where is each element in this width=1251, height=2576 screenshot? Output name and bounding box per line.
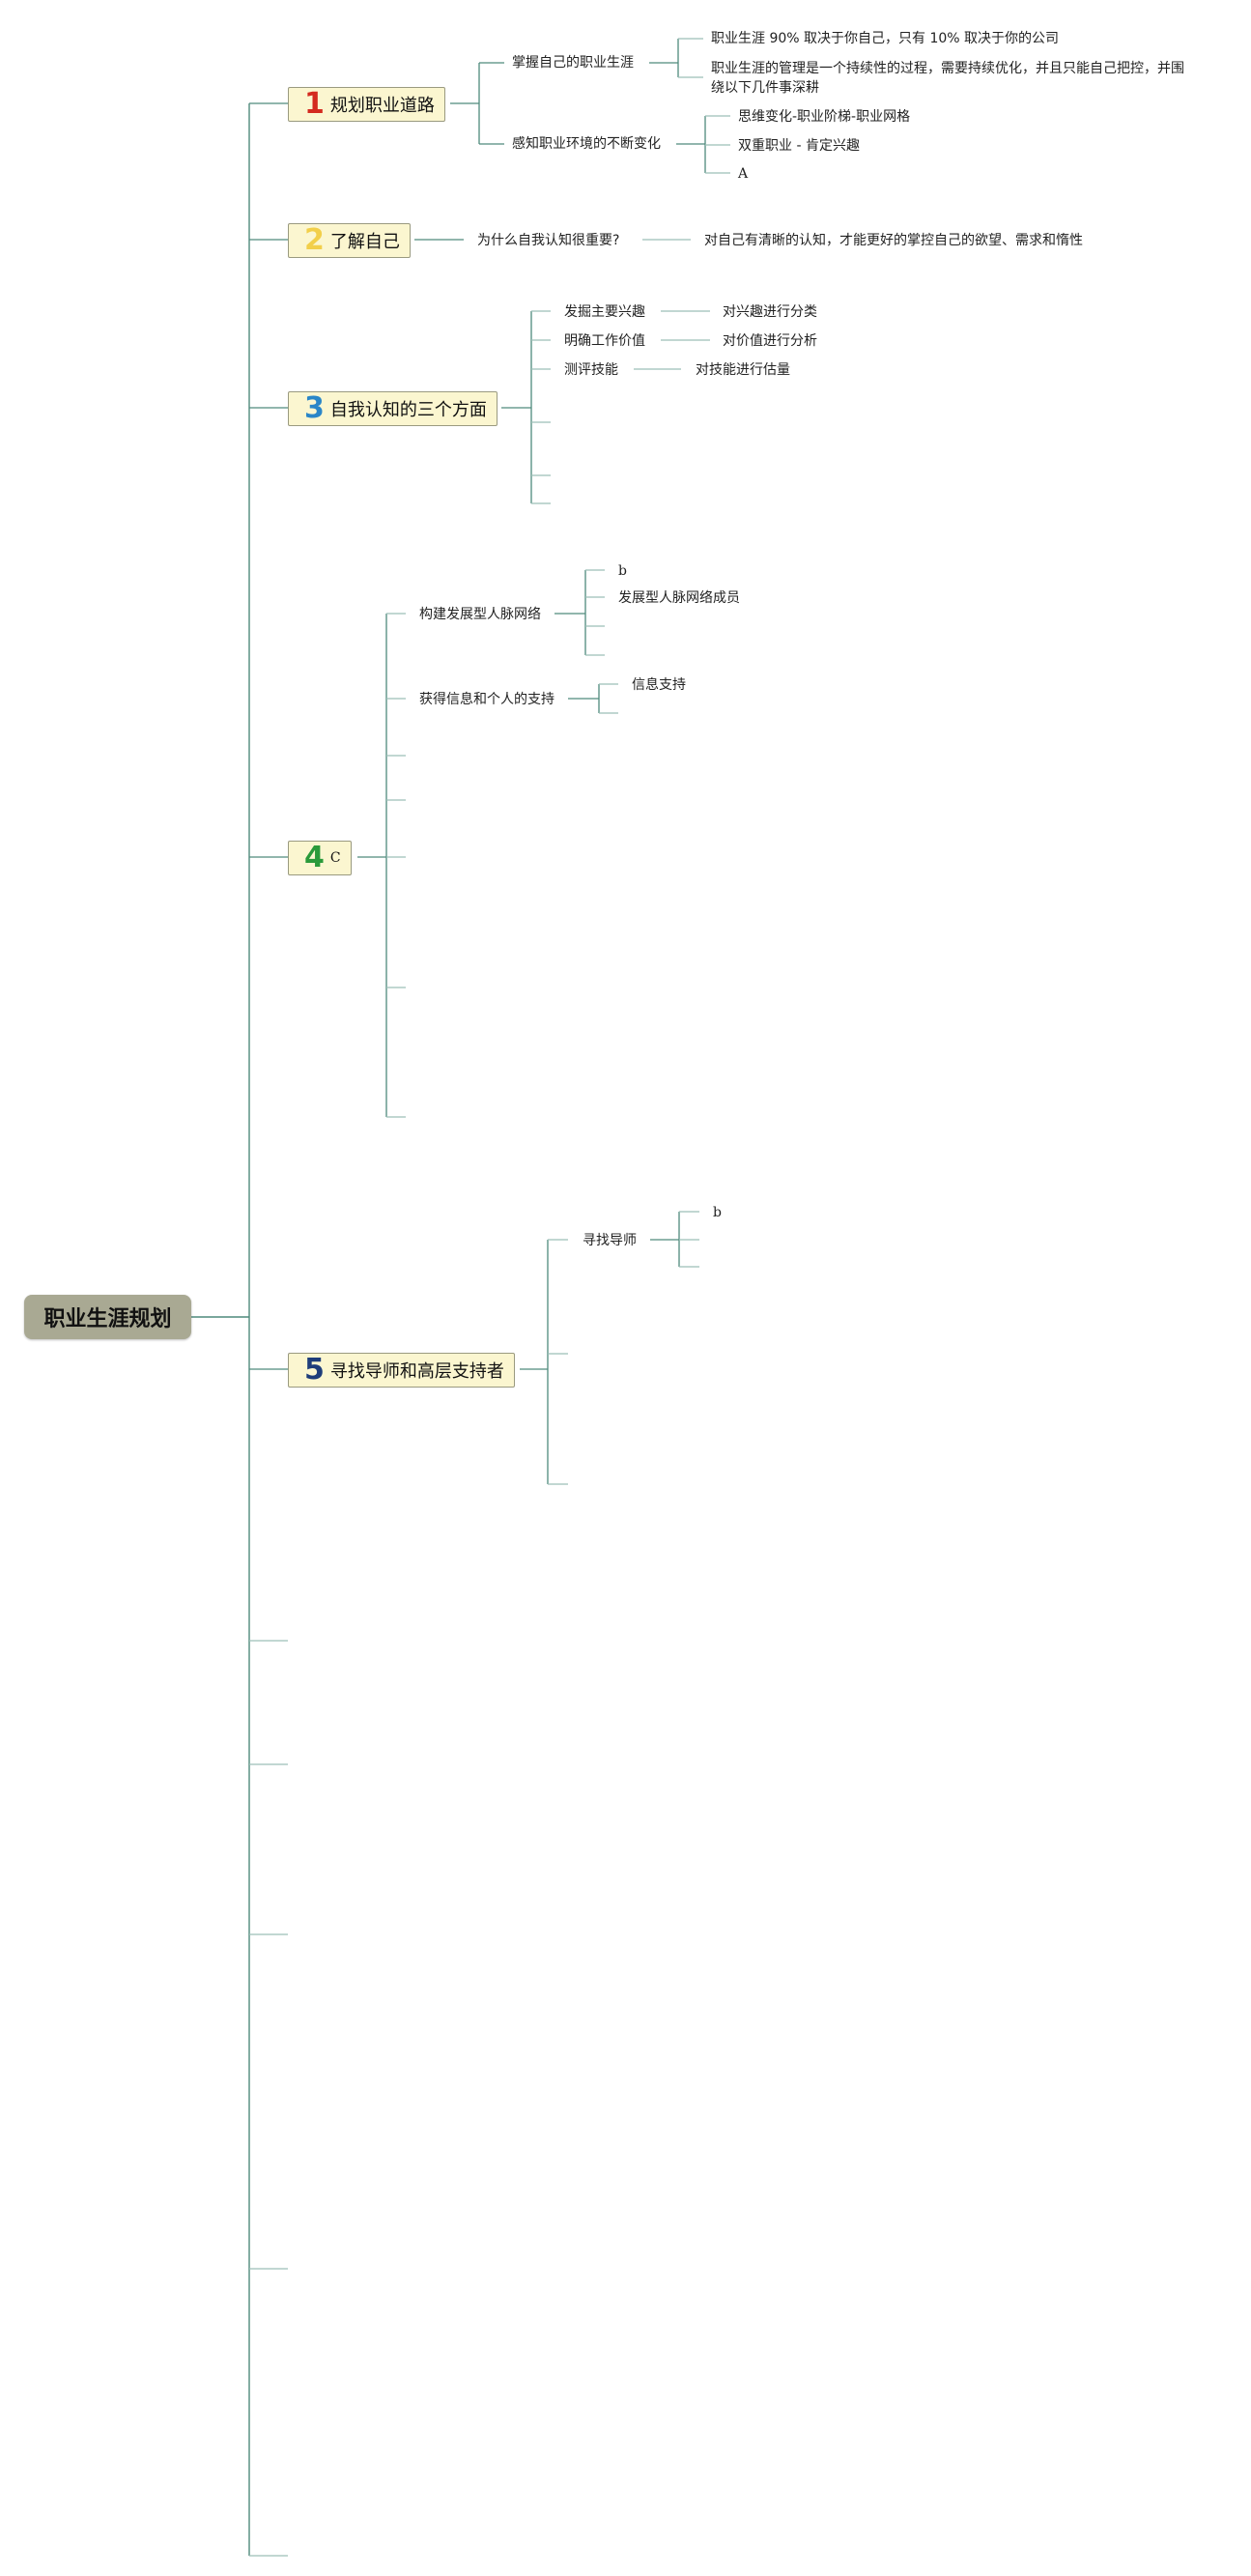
leaf-analyze-values[interactable]: 对价值进行分析 — [723, 333, 817, 349]
branch-number: 5 — [304, 1353, 325, 1387]
leaf-career-continuous-process[interactable]: 职业生涯的管理是一个持续性的过程，需要持续优化，并且只能自己把控，并围绕以下几件… — [711, 61, 1184, 96]
topic-why-self-awareness[interactable]: 为什么自我认知很重要? — [477, 233, 620, 248]
branch-label: 寻找导师和高层支持者 — [329, 1361, 504, 1382]
branch-5-node[interactable]: 5 寻找导师和高层支持者 — [288, 1353, 515, 1388]
branch-label: 规划职业道路 — [329, 96, 435, 116]
branch-3-node[interactable]: 3 自我认知的三个方面 — [288, 391, 498, 426]
branch-2-node[interactable]: 2 了解自己 — [288, 223, 411, 258]
leaf-dual-career[interactable]: 双重职业 - 肯定兴趣 — [738, 138, 860, 154]
leaf-a[interactable]: A — [738, 166, 749, 182]
branch-label: C — [329, 850, 341, 866]
branch-label: 自我认知的三个方面 — [329, 400, 487, 420]
leaf-network-members[interactable]: 发展型人脉网络成员 — [618, 590, 740, 606]
topic-work-values[interactable]: 明确工作价值 — [564, 333, 645, 349]
topic-find-mentor[interactable]: 寻找导师 — [583, 1233, 637, 1248]
leaf-b[interactable]: b — [713, 1205, 722, 1220]
branch-1-node[interactable]: 1 规划职业道路 — [288, 87, 445, 122]
leaf-estimate-skills[interactable]: 对技能进行估量 — [696, 362, 790, 378]
topic-assess-skills[interactable]: 测评技能 — [564, 362, 618, 378]
topic-build-network[interactable]: 构建发展型人脉网络 — [419, 607, 541, 622]
leaf-b[interactable]: b — [618, 563, 627, 579]
branch-number: 4 — [304, 841, 325, 874]
leaf-classify-interests[interactable]: 对兴趣进行分类 — [723, 304, 817, 320]
branch-label: 了解自己 — [329, 232, 400, 252]
leaf-career-90-percent[interactable]: 职业生涯 90% 取决于你自己，只有 10% 取决于你的公司 — [711, 31, 1060, 46]
leaf-info-support[interactable]: 信息支持 — [632, 677, 686, 693]
branch-number: 3 — [304, 391, 325, 425]
topic-perceive-environment[interactable]: 感知职业环境的不断变化 — [512, 136, 661, 152]
leaf-thinking-change[interactable]: 思维变化-职业阶梯-职业网格 — [738, 109, 911, 125]
branch-number: 1 — [304, 87, 325, 121]
topic-get-support[interactable]: 获得信息和个人的支持 — [419, 692, 554, 707]
branch-4-node[interactable]: 4 C — [288, 841, 352, 875]
topic-discover-interests[interactable]: 发掘主要兴趣 — [564, 304, 645, 320]
branch-number: 2 — [304, 223, 325, 257]
topic-master-career[interactable]: 掌握自己的职业生涯 — [512, 55, 634, 71]
root-node[interactable]: 职业生涯规划 — [24, 1295, 191, 1339]
leaf-clear-self-cognition[interactable]: 对自己有清晰的认知，才能更好的掌控自己的欲望、需求和惰性 — [704, 233, 1083, 248]
